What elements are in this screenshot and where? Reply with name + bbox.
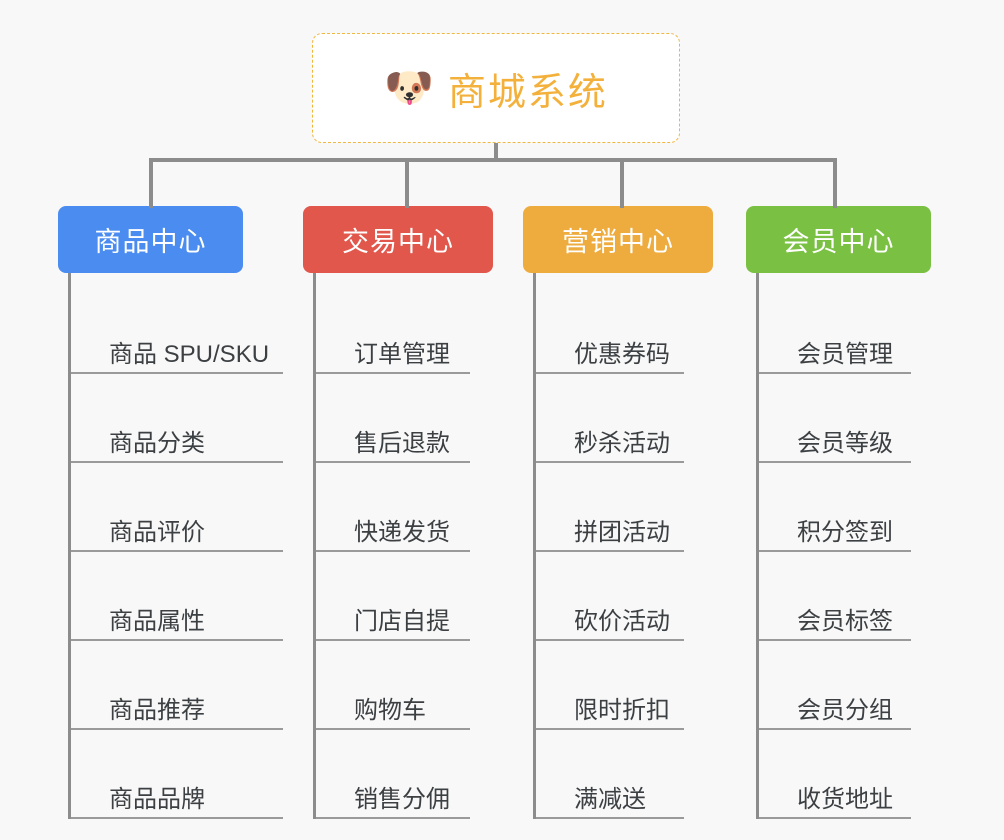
leaf-label: 积分签到 (797, 518, 893, 546)
leaf-underline (759, 639, 911, 641)
leaf-underline (316, 817, 470, 819)
connector-horizontal-bus (149, 158, 837, 162)
leaf-underline (759, 728, 911, 730)
leaf-item[interactable]: 商品 SPU/SKU (71, 285, 283, 374)
leaf-item[interactable]: 商品属性 (71, 552, 283, 641)
leaf-item[interactable]: 订单管理 (316, 285, 493, 374)
leaf-list-4: 会员管理会员等级积分签到会员标签会员分组收货地址 (756, 273, 931, 819)
leaf-label: 商品属性 (109, 607, 205, 635)
leaf-label: 购物车 (354, 696, 426, 724)
leaf-underline (71, 817, 283, 819)
leaf-item[interactable]: 商品分类 (71, 374, 283, 463)
leaf-label: 商品 SPU/SKU (109, 340, 270, 368)
leaf-underline (536, 639, 684, 641)
root-title: 商城系统 (447, 71, 608, 114)
leaf-item[interactable]: 满减送 (536, 730, 713, 819)
category-box-3[interactable]: 营销中心 (523, 206, 713, 273)
leaf-label: 限时折扣 (574, 696, 670, 724)
leaf-item[interactable]: 会员标签 (759, 552, 931, 641)
connector-drop-2 (405, 158, 409, 208)
leaf-underline (759, 817, 911, 819)
leaf-underline (71, 461, 283, 463)
leaf-label: 优惠券码 (574, 340, 670, 368)
leaf-label: 秒杀活动 (574, 429, 670, 457)
branch-column-4: 会员中心会员管理会员等级积分签到会员标签会员分组收货地址 (746, 206, 931, 819)
dog-face-icon: 🐶 (384, 66, 434, 110)
leaf-underline (316, 639, 470, 641)
connector-drop-1 (149, 158, 153, 208)
leaf-underline (71, 728, 283, 730)
category-box-4[interactable]: 会员中心 (746, 206, 931, 273)
leaf-underline (71, 372, 283, 374)
leaf-label: 商品评价 (109, 518, 205, 546)
leaf-underline (316, 728, 470, 730)
leaf-list-3: 优惠券码秒杀活动拼团活动砍价活动限时折扣满减送 (533, 273, 713, 819)
root-node[interactable]: 🐶 商城系统 (312, 33, 680, 143)
leaf-item[interactable]: 购物车 (316, 641, 493, 730)
leaf-list-1: 商品 SPU/SKU 商品分类商品评价商品属性商品推荐商品品牌 (68, 273, 283, 819)
leaf-label: 会员标签 (797, 607, 893, 635)
category-box-2[interactable]: 交易中心 (303, 206, 493, 273)
leaf-item[interactable]: 会员分组 (759, 641, 931, 730)
connector-drop-3 (620, 158, 624, 208)
leaf-list-2: 订单管理售后退款快递发货门店自提购物车销售分佣 (313, 273, 493, 819)
leaf-item[interactable]: 秒杀活动 (536, 374, 713, 463)
category-box-1[interactable]: 商品中心 (58, 206, 243, 273)
leaf-label: 满减送 (574, 785, 646, 813)
leaf-underline (316, 461, 470, 463)
leaf-underline (759, 372, 911, 374)
leaf-underline (759, 550, 911, 552)
leaf-item[interactable]: 售后退款 (316, 374, 493, 463)
connector-drop-4 (833, 158, 837, 208)
leaf-item[interactable]: 商品品牌 (71, 730, 283, 819)
leaf-item[interactable]: 快递发货 (316, 463, 493, 552)
leaf-label: 订单管理 (354, 340, 450, 368)
branch-column-1: 商品中心商品 SPU/SKU 商品分类商品评价商品属性商品推荐商品品牌 (58, 206, 283, 819)
leaf-underline (316, 372, 470, 374)
leaf-label: 会员分组 (797, 696, 893, 724)
leaf-item[interactable]: 限时折扣 (536, 641, 713, 730)
category-label: 营销中心 (562, 227, 674, 257)
leaf-label: 销售分佣 (354, 785, 450, 813)
leaf-underline (71, 550, 283, 552)
leaf-underline (316, 550, 470, 552)
leaf-label: 砍价活动 (574, 607, 670, 635)
branch-column-2: 交易中心订单管理售后退款快递发货门店自提购物车销售分佣 (303, 206, 493, 819)
branch-column-3: 营销中心优惠券码秒杀活动拼团活动砍价活动限时折扣满减送 (523, 206, 713, 819)
leaf-item[interactable]: 商品推荐 (71, 641, 283, 730)
leaf-item[interactable]: 砍价活动 (536, 552, 713, 641)
category-label: 会员中心 (782, 227, 895, 257)
leaf-underline (536, 372, 684, 374)
leaf-label: 门店自提 (354, 607, 450, 635)
leaf-item[interactable]: 优惠券码 (536, 285, 713, 374)
leaf-label: 售后退款 (354, 429, 450, 457)
leaf-item[interactable]: 门店自提 (316, 552, 493, 641)
leaf-underline (536, 550, 684, 552)
leaf-label: 商品推荐 (109, 696, 205, 724)
leaf-underline (536, 817, 684, 819)
category-label: 商品中心 (94, 227, 207, 257)
leaf-label: 拼团活动 (574, 518, 670, 546)
leaf-label: 会员等级 (797, 429, 893, 457)
leaf-item[interactable]: 会员等级 (759, 374, 931, 463)
leaf-underline (536, 461, 684, 463)
leaf-item[interactable]: 销售分佣 (316, 730, 493, 819)
leaf-label: 收货地址 (797, 785, 893, 813)
leaf-underline (759, 461, 911, 463)
leaf-label: 商品品牌 (109, 785, 205, 813)
connector-root-vertical (494, 143, 498, 160)
leaf-item[interactable]: 会员管理 (759, 285, 931, 374)
leaf-item[interactable]: 收货地址 (759, 730, 931, 819)
leaf-label: 会员管理 (797, 340, 893, 368)
leaf-item[interactable]: 拼团活动 (536, 463, 713, 552)
leaf-item[interactable]: 积分签到 (759, 463, 931, 552)
leaf-item[interactable]: 商品评价 (71, 463, 283, 552)
leaf-label: 商品分类 (109, 429, 205, 457)
leaf-underline (536, 728, 684, 730)
category-label: 交易中心 (342, 227, 454, 257)
leaf-label: 快递发货 (354, 518, 450, 546)
leaf-underline (71, 639, 283, 641)
